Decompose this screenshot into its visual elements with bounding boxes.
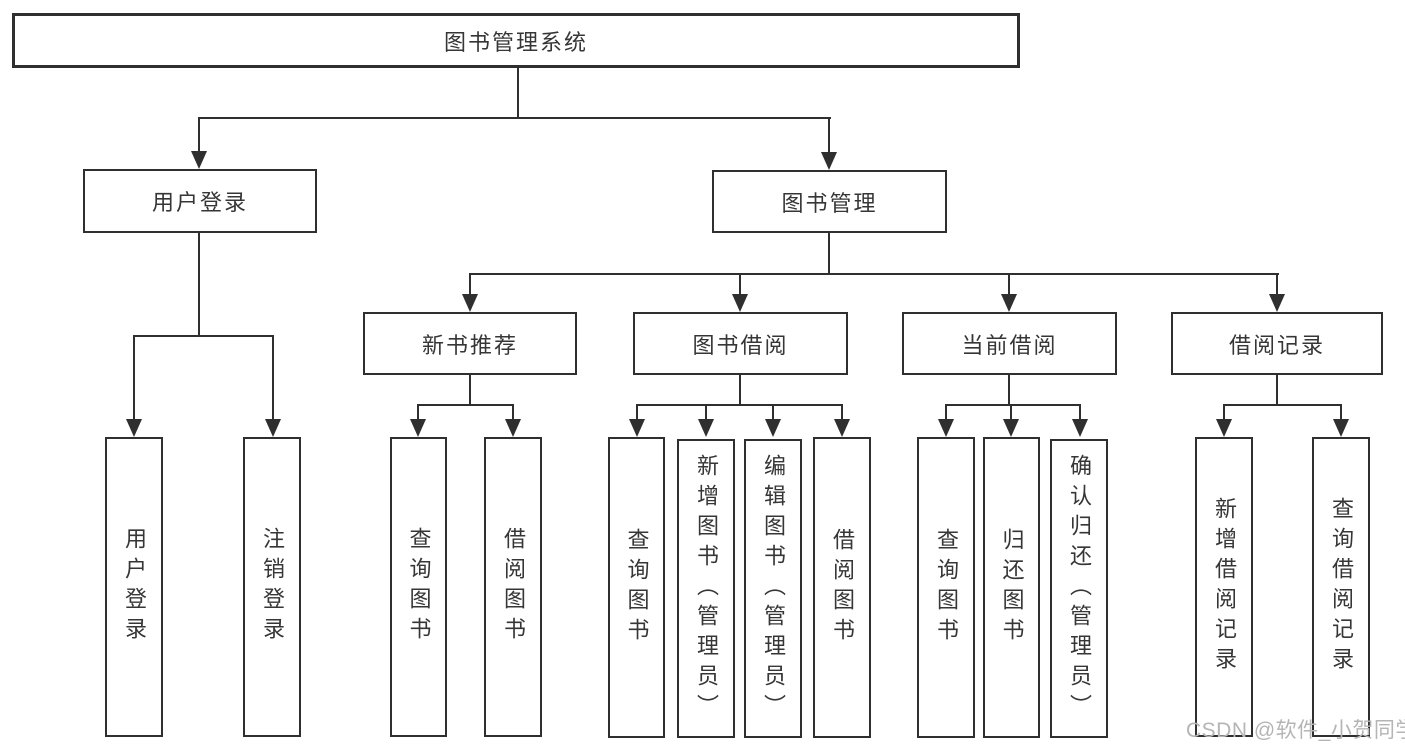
leaf-confirm-return-admin-label: 确认归还（管理员） xyxy=(1067,453,1092,724)
leaf-add-books-admin-label: 新增图书（管理员） xyxy=(694,453,719,724)
leaf-query-books-1: 查询图书 xyxy=(390,437,447,737)
leaf-add-borrow-record-label: 新增借阅记录 xyxy=(1212,497,1237,677)
connector-to-leaf-d1 xyxy=(945,404,947,420)
leaf-return-books: 归还图书 xyxy=(983,437,1040,738)
connector-to-leaf-e1 xyxy=(1223,404,1225,420)
arrow-to-book-mgmt xyxy=(821,152,837,170)
leaf-query-books-3-label: 查询图书 xyxy=(934,527,959,648)
leaf-add-borrow-record: 新增借阅记录 xyxy=(1195,437,1253,737)
node-user-login: 用户登录 xyxy=(83,169,317,233)
leaf-query-books-1-label: 查询图书 xyxy=(406,527,432,647)
connector-to-leaf-logout xyxy=(272,335,274,420)
connector-to-book-mgmt xyxy=(828,117,830,153)
connector-to-book-borrow xyxy=(739,273,741,296)
node-current-borrow-label: 当前借阅 xyxy=(961,332,1058,358)
connector-to-leaf-c4 xyxy=(841,404,843,420)
node-user-login-label: 用户登录 xyxy=(151,190,248,215)
connector-to-leaf-d2 xyxy=(1010,404,1012,420)
leaf-query-borrow-record: 查询借阅记录 xyxy=(1312,437,1370,737)
connector-borrow-records-stem xyxy=(1276,375,1278,406)
connector-book-mgmt-stem xyxy=(828,233,830,275)
connector-to-leaf-b2 xyxy=(512,404,514,420)
connector-user-login-splitter xyxy=(133,335,274,337)
connector-to-leaf-e2 xyxy=(1340,404,1342,420)
arrow-to-leaf-c2 xyxy=(698,419,714,437)
leaf-borrow-books-2-label: 借阅图书 xyxy=(830,527,855,648)
leaf-query-books-2-label: 查询图书 xyxy=(624,527,650,648)
connector-new-book-rec-splitter xyxy=(417,404,514,406)
node-book-mgmt: 图书管理 xyxy=(712,170,947,233)
node-book-borrow-label: 图书借阅 xyxy=(692,332,789,358)
arrow-to-user-login xyxy=(191,151,207,169)
connector-root-stem xyxy=(517,68,519,118)
arrow-to-leaf-logout xyxy=(265,419,281,437)
connector-to-borrow-records xyxy=(1276,273,1278,296)
arrow-to-leaf-b1 xyxy=(410,419,426,437)
connector-book-borrow-stem xyxy=(739,375,741,406)
connector-to-leaf-login xyxy=(133,335,135,420)
arrow-to-leaf-d1 xyxy=(938,419,954,437)
connector-book-mgmt-splitter xyxy=(469,273,1279,275)
leaf-edit-books-admin: 编辑图书（管理员） xyxy=(744,439,802,738)
arrow-to-leaf-d2 xyxy=(1003,419,1019,437)
connector-to-current-borrow xyxy=(1008,273,1010,296)
connector-borrow-records-splitter xyxy=(1223,404,1342,406)
leaf-confirm-return-admin: 确认归还（管理员） xyxy=(1050,439,1108,738)
connector-root-splitter xyxy=(198,117,831,119)
leaf-add-books-admin: 新增图书（管理员） xyxy=(677,439,735,738)
arrow-to-leaf-c1 xyxy=(629,419,645,437)
leaf-query-books-3: 查询图书 xyxy=(917,437,975,738)
leaf-query-books-2: 查询图书 xyxy=(608,437,665,738)
arrow-to-leaf-c3 xyxy=(765,419,781,437)
arrow-to-borrow-records xyxy=(1269,294,1285,312)
arrow-to-leaf-c4 xyxy=(834,419,850,437)
csdn-watermark: CSDN @软件_小贺同学 xyxy=(1186,719,1405,742)
arrow-to-leaf-d3 xyxy=(1072,419,1088,437)
connector-to-leaf-c2 xyxy=(705,404,707,420)
connector-user-login-stem xyxy=(198,233,200,337)
connector-to-leaf-c1 xyxy=(636,404,638,420)
arrow-to-leaf-login xyxy=(126,419,142,437)
node-borrow-records-label: 借阅记录 xyxy=(1228,332,1325,358)
node-new-book-rec: 新书推荐 xyxy=(363,312,577,375)
connector-current-borrow-stem xyxy=(1008,375,1010,406)
arrow-to-new-book-rec xyxy=(462,294,478,312)
arrow-to-leaf-e2 xyxy=(1333,419,1349,437)
connector-to-new-book-rec xyxy=(469,273,471,296)
connector-current-borrow-splitter xyxy=(945,404,1081,406)
connector-new-book-rec-stem xyxy=(469,375,471,406)
connector-to-leaf-d3 xyxy=(1079,404,1081,420)
leaf-user-login-label: 用户登录 xyxy=(122,527,147,647)
leaf-return-books-label: 归还图书 xyxy=(999,527,1025,648)
leaf-logout: 注销登录 xyxy=(243,437,301,737)
leaf-query-borrow-record-label: 查询借阅记录 xyxy=(1329,497,1354,677)
arrow-to-leaf-e1 xyxy=(1216,419,1232,437)
leaf-borrow-books-2: 借阅图书 xyxy=(813,437,871,738)
connector-to-user-login xyxy=(198,117,200,152)
node-borrow-records: 借阅记录 xyxy=(1171,312,1383,375)
node-new-book-rec-label: 新书推荐 xyxy=(421,332,518,358)
connector-book-borrow-splitter xyxy=(636,404,843,406)
leaf-user-login: 用户登录 xyxy=(105,437,163,737)
leaf-borrow-books-1: 借阅图书 xyxy=(484,437,542,737)
node-root-label: 图书管理系统 xyxy=(443,29,588,55)
node-current-borrow: 当前借阅 xyxy=(902,312,1117,375)
node-root: 图书管理系统 xyxy=(12,13,1020,68)
leaf-edit-books-admin-label: 编辑图书（管理员） xyxy=(761,453,786,724)
node-book-borrow: 图书借阅 xyxy=(633,312,848,375)
leaf-logout-label: 注销登录 xyxy=(260,527,285,647)
node-book-mgmt-label: 图书管理 xyxy=(781,190,878,216)
arrow-to-leaf-b2 xyxy=(505,419,521,437)
arrow-to-book-borrow xyxy=(732,294,748,312)
arrow-to-current-borrow xyxy=(1001,294,1017,312)
connector-to-leaf-b1 xyxy=(417,404,419,420)
leaf-borrow-books-1-label: 借阅图书 xyxy=(501,527,526,647)
connector-to-leaf-c3 xyxy=(772,404,774,420)
